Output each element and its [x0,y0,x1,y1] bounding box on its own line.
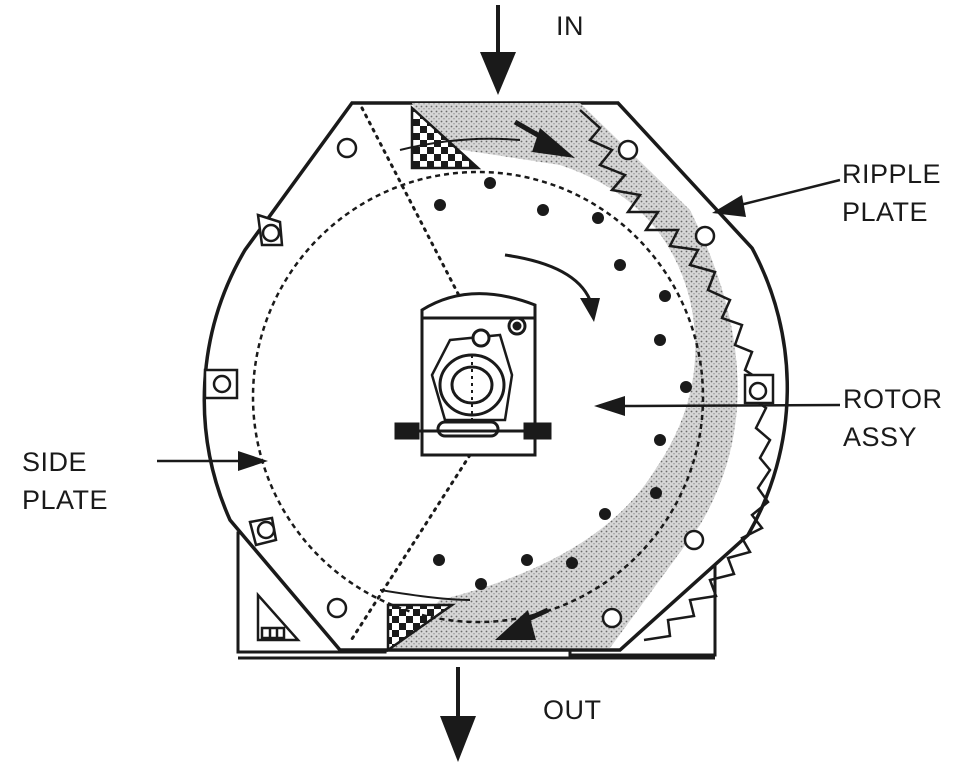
bolt-icon [694,225,716,247]
side-plate-leader-icon [157,451,268,471]
checkered-liner-top [410,105,482,170]
bolt-icon [336,137,358,159]
in-label: IN [556,11,584,41]
rotor-assy [251,170,705,624]
in-arrow-icon [480,5,516,95]
ripple-plate-leader-icon [712,178,841,217]
flow-arrow-icon [495,607,550,640]
rotor-assy-label-line1: ROTOR [843,384,943,414]
bolt-icon [256,213,284,247]
bolt-icon [743,373,775,405]
bolt-icon [683,529,705,551]
ripple-plate-label-line1: RIPPLE [842,159,942,189]
rotor-assy-label-line2: ASSY [843,422,918,452]
bolt-icon [326,597,348,619]
inner-arcs [379,137,521,601]
bolt-icon [601,607,623,629]
flow-arrow-icon [513,119,575,158]
rotor-holes [433,177,692,590]
out-label: OUT [543,695,602,725]
side-plate-label-line2: PLATE [22,485,109,515]
out-arrow-icon [440,667,476,762]
rotor-hub [394,292,552,457]
checkered-liner-bottom [386,603,456,653]
bolt-tabs [203,137,775,629]
ripple-plate [579,109,772,642]
bolt-icon [203,368,239,400]
rotor-assy-leader-icon [594,396,841,416]
rotation-arrow-icon [504,253,600,322]
ripple-plate-label-line2: PLATE [842,197,929,227]
bolt-icon [248,516,278,547]
material-band [392,103,738,648]
left-base-bracket [256,591,301,642]
bolt-icon [617,139,639,161]
side-plate-label-line1: SIDE [22,447,88,477]
